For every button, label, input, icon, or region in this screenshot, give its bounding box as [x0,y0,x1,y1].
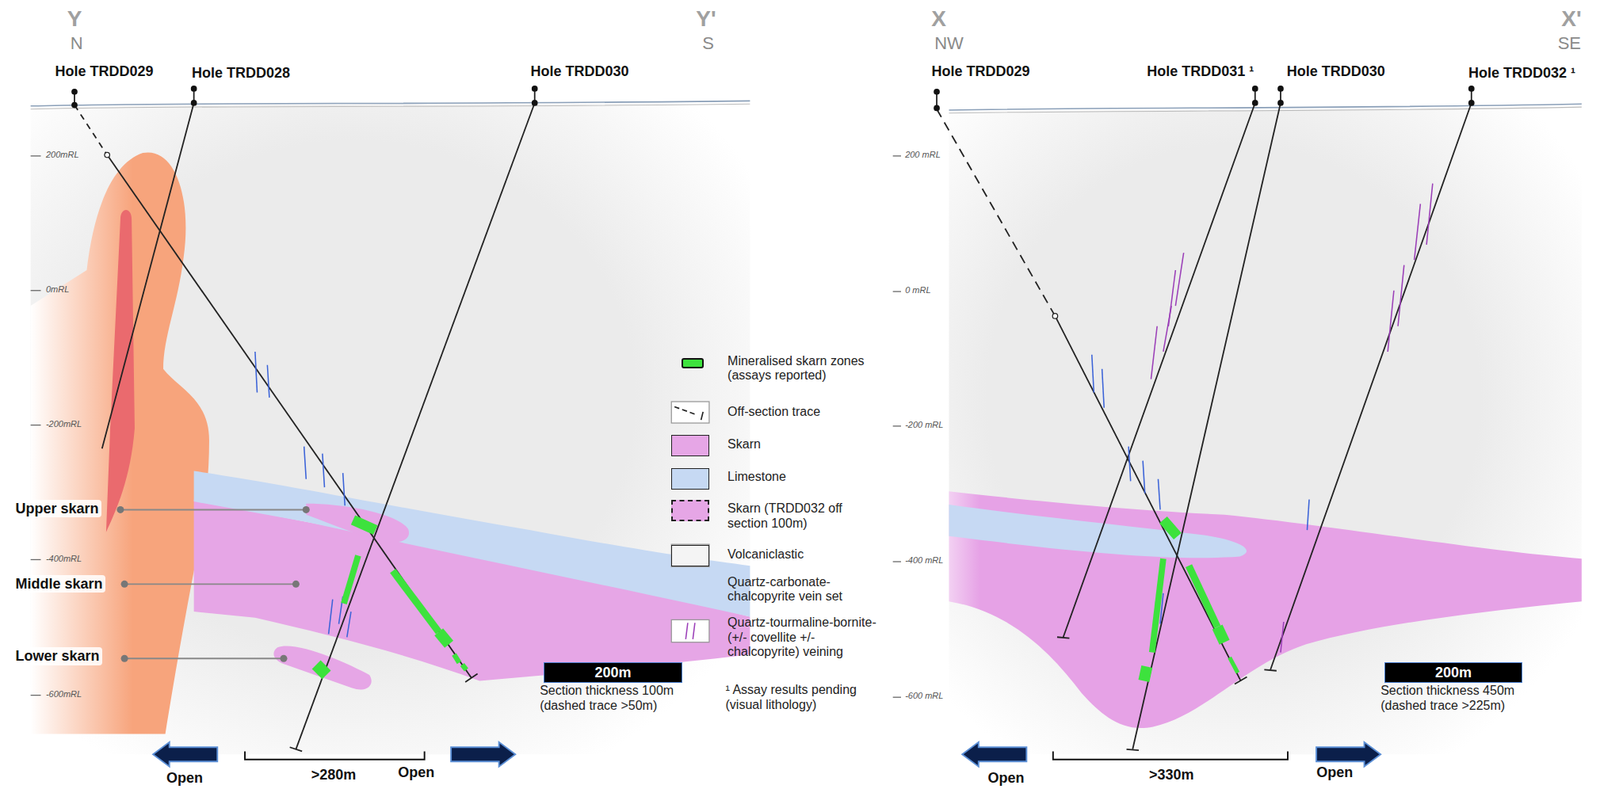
section-label: 200 mRL [905,149,941,161]
section-label: Lower skarn [11,647,103,666]
legend-swatch [671,468,710,490]
section-label: Open [1316,764,1353,782]
section-label: Hole TRDD028 [191,64,291,82]
section-label: Open [397,764,435,782]
section-label: Y' [695,6,716,32]
section-label: -600 mRL [905,691,944,702]
section-label: -600mRL [45,689,82,700]
section-label: -400 mRL [905,555,944,566]
legend-swatch [671,435,710,457]
legend-text: Quartz-tourmaline-bornite-(+/- covellite… [727,615,881,660]
section-label: >280m [311,767,357,784]
section-label: Open [988,770,1025,787]
legend-text: Mineralised skarn zones (assays reported… [727,354,881,384]
section-label: Hole TRDD030 [530,63,630,81]
scale-bar: 200m [543,662,683,683]
section-label: -400mRL [45,553,82,565]
section-label: N [70,33,84,54]
legend-swatch [671,545,710,567]
section-label: >330m [1149,767,1195,784]
section-label: Hole TRDD029 [931,63,1031,81]
section-label: -200 mRL [905,420,944,431]
section-label: Hole TRDD030 [1286,63,1386,81]
section-label: S [702,33,715,54]
scale-label: 200m [595,664,632,682]
section-label: SE [1557,33,1581,54]
scale-bar: 200m [1384,662,1522,683]
section-label: Middle skarn [11,575,106,594]
section-label: Hole TRDD032 ¹ [1468,64,1576,82]
section-label: X' [1561,6,1581,32]
legend-swatch [681,358,704,369]
section-label: Section thickness 450m (dashed trace >22… [1380,683,1534,714]
legend-text: Volcaniclastic [727,547,881,562]
section-label: 0 mRL [905,285,931,296]
section-label: 0mRL [45,284,69,295]
scale-label: 200m [1435,664,1472,682]
section-label: Upper skarn [11,500,102,519]
legend-text: Skarn (TRDD032 off section 100m) [727,501,881,531]
legend-swatch [671,500,710,522]
legend-text: Skarn [727,437,881,452]
section-label: Open [166,770,203,787]
legend-text: Off-section trace [727,404,881,420]
section-label: Y [67,6,83,32]
section-label: Section thickness 100m (dashed trace >50… [539,683,688,714]
section-label: NW [934,33,964,54]
section-label: Hole TRDD031 ¹ [1146,63,1254,81]
section-label: 200mRL [45,149,80,161]
section-label: ¹ Assay results pending (visual litholog… [725,683,878,713]
section-label: Hole TRDD029 [55,63,154,81]
section-label: X [931,6,947,32]
legend-text: Quartz-carbonate-chalcopyrite vein set [727,575,881,605]
section-label: -200mRL [45,419,82,430]
legend-text: Limestone [727,469,881,485]
